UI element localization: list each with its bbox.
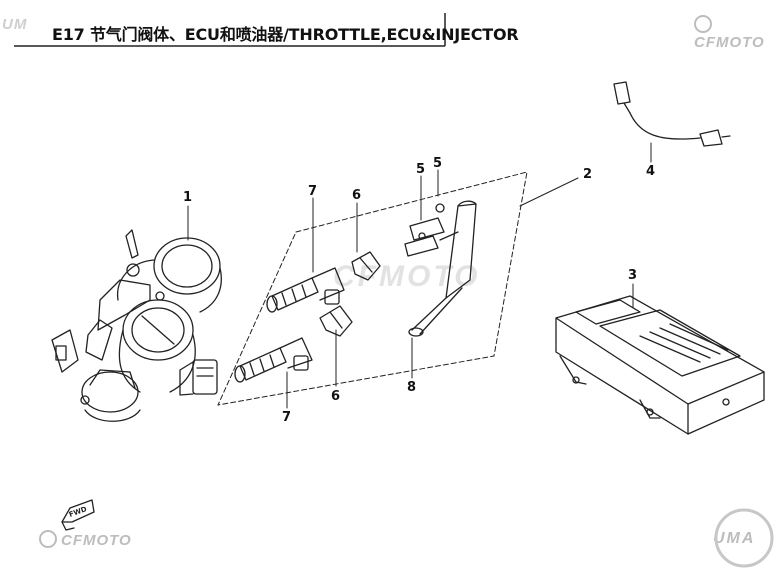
- injector-upper: [266, 267, 345, 313]
- cfmoto-watermark: CFMOTO: [333, 260, 481, 293]
- callout-4: 4: [646, 164, 656, 179]
- title-frame-lines: [14, 13, 446, 47]
- throttle-body: [51, 229, 222, 531]
- cfmoto-emblem-icon: [39, 530, 57, 548]
- fwd-arrow-icon: [61, 499, 95, 531]
- injector-clip-lower: [319, 305, 353, 337]
- callout-6b: 6: [331, 389, 341, 404]
- o2-sensor: [613, 81, 731, 147]
- ecu-unit: [555, 295, 765, 435]
- injector-clip-upper: [351, 251, 381, 281]
- uma-logo: UMA: [713, 530, 756, 547]
- cfmoto-emblem-icon: [694, 15, 712, 33]
- callout-7b: 7: [282, 410, 292, 425]
- diagram-title-frame: E17 节气门阀体、ECU和喷油器/THROTTLE,ECU&INJECTOR: [14, 13, 519, 47]
- fuel-rail: [404, 200, 477, 337]
- assembly-dashed-outline: [217, 171, 528, 406]
- uma-logo-partial: UM: [2, 16, 28, 33]
- cfmoto-logo-bottom: CFMOTO: [39, 530, 132, 549]
- cfmoto-logo-top: CFMOTO: [694, 15, 783, 51]
- diagram-title: E17 节气门阀体、ECU和喷油器/THROTTLE,ECU&INJECTOR: [52, 25, 519, 44]
- callout-5b: 5: [433, 156, 443, 171]
- callout-1: 1: [183, 190, 193, 205]
- callout-6a: 6: [352, 188, 362, 203]
- callout-7a: 7: [308, 184, 318, 199]
- uma-ring-icon: [714, 508, 774, 568]
- leader-lines: [187, 142, 652, 409]
- callout-2: 2: [583, 167, 593, 182]
- injector-lower: [234, 337, 313, 383]
- callout-5a: 5: [416, 162, 426, 177]
- callout-3: 3: [628, 268, 638, 283]
- callout-8: 8: [407, 380, 417, 395]
